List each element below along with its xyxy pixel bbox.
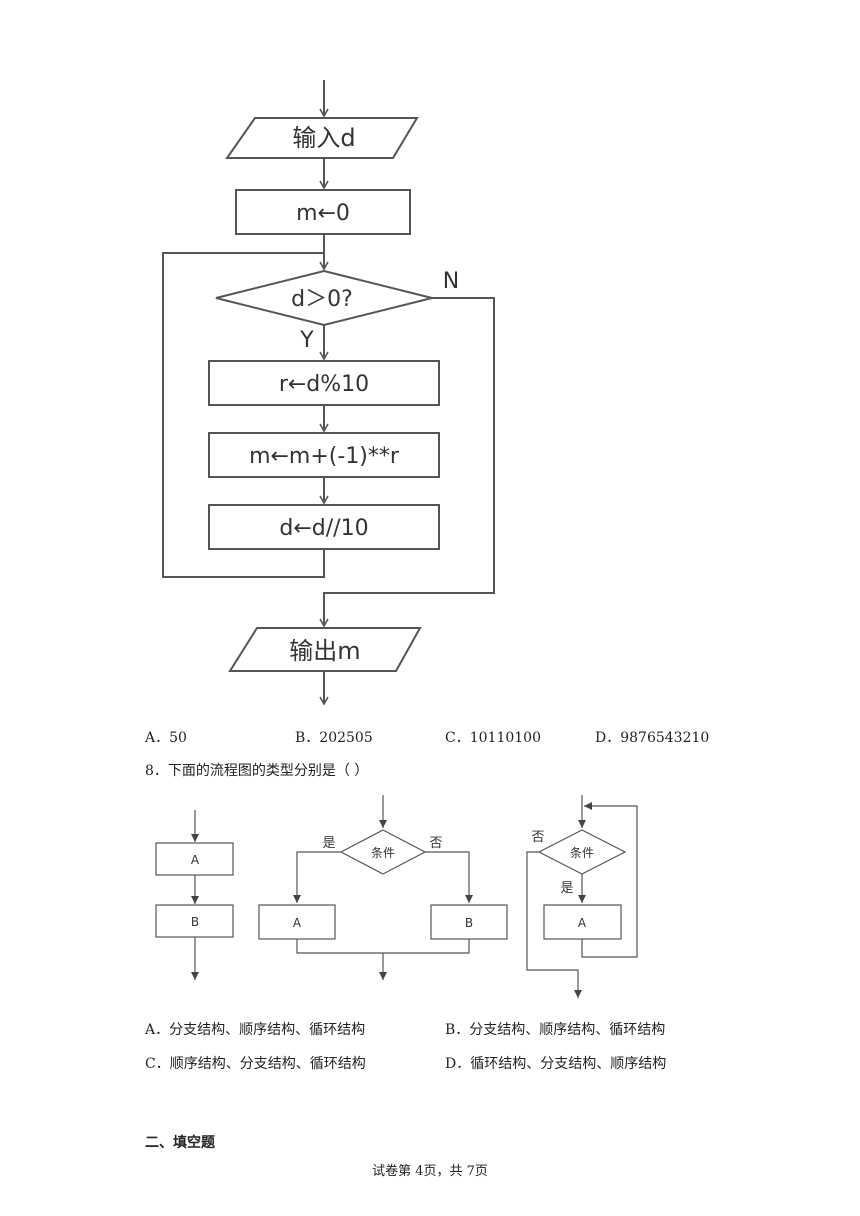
branch-label-a: A bbox=[293, 916, 302, 930]
branch-box-a bbox=[258, 904, 336, 940]
output-parallelogram bbox=[228, 627, 422, 672]
input-label: 输入d bbox=[292, 124, 355, 152]
branch-label-b: B bbox=[465, 916, 473, 930]
seq-label-a: A bbox=[191, 853, 200, 867]
seq-box-a bbox=[155, 842, 234, 876]
q8-option-b[interactable]: B．分支结构、顺序结构、循环结构 bbox=[445, 1019, 665, 1039]
init-label: m←0 bbox=[296, 201, 350, 226]
step3-box bbox=[208, 504, 440, 550]
question-text: 下面的流程图的类型分别是（ ） bbox=[167, 763, 369, 779]
option-letter: C． bbox=[445, 730, 470, 746]
option-letter: B． bbox=[445, 1022, 470, 1038]
option-text: 循环结构、分支结构、顺序结构 bbox=[470, 1056, 667, 1072]
q8-option-c[interactable]: C．顺序结构、分支结构、循环结构 bbox=[145, 1053, 366, 1073]
step1-label: r←d%10 bbox=[279, 372, 369, 397]
branch-diamond bbox=[339, 829, 427, 875]
option-text: 分支结构、顺序结构、循环结构 bbox=[469, 1022, 666, 1038]
step3-label: d←d//10 bbox=[279, 516, 368, 541]
q7-option-d[interactable]: D．9876543210 bbox=[595, 727, 709, 747]
option-text: 202505 bbox=[319, 730, 373, 746]
q8-question: 8．下面的流程图的类型分别是（ ） bbox=[145, 760, 368, 780]
yes-label: Y bbox=[299, 328, 314, 353]
question-number: 8． bbox=[145, 763, 168, 779]
option-text: 9876543210 bbox=[620, 730, 710, 746]
option-letter: A． bbox=[145, 730, 170, 746]
loop-label-a: A bbox=[578, 916, 587, 930]
loop-condition: 条件 bbox=[570, 846, 594, 860]
option-letter: A． bbox=[145, 1022, 170, 1038]
diagram-loop: 条件 否 是 A bbox=[526, 795, 638, 998]
seq-label-b: B bbox=[191, 915, 199, 929]
q7-option-a[interactable]: A．50 bbox=[145, 727, 187, 747]
q7-option-c[interactable]: C．10110100 bbox=[445, 727, 541, 747]
init-box bbox=[235, 189, 411, 235]
loop-no: 否 bbox=[531, 830, 544, 845]
q7-option-b[interactable]: B．202505 bbox=[295, 727, 373, 747]
option-letter: B． bbox=[295, 730, 320, 746]
step2-label: m←m+(-1)**r bbox=[249, 444, 400, 469]
diagram-branch: 条件 是 否 A B bbox=[258, 795, 508, 980]
q8-option-a[interactable]: A．分支结构、顺序结构、循环结构 bbox=[145, 1019, 365, 1039]
input-parallelogram bbox=[225, 117, 419, 159]
step1-box bbox=[208, 360, 440, 406]
condition-label: d＞0? bbox=[291, 287, 353, 312]
branch-yes: 是 bbox=[322, 836, 335, 851]
option-letter: D． bbox=[595, 730, 621, 746]
option-text: 分支结构、顺序结构、循环结构 bbox=[169, 1022, 366, 1038]
section-title: 二、填空题 bbox=[145, 1135, 215, 1151]
output-label: 输出m bbox=[289, 637, 360, 665]
option-letter: D． bbox=[445, 1056, 471, 1072]
q8-option-d[interactable]: D．循环结构、分支结构、顺序结构 bbox=[445, 1053, 666, 1073]
diagram-sequence: A B bbox=[155, 810, 234, 980]
branch-condition: 条件 bbox=[371, 846, 395, 860]
loop-yes: 是 bbox=[560, 881, 573, 896]
no-label: N bbox=[443, 269, 459, 294]
option-text: 顺序结构、分支结构、循环结构 bbox=[169, 1056, 366, 1072]
branch-no: 否 bbox=[429, 836, 442, 851]
loop-box-a bbox=[543, 904, 622, 940]
option-letter: C． bbox=[145, 1056, 170, 1072]
seq-box-b bbox=[155, 904, 234, 938]
option-text: 10110100 bbox=[469, 730, 541, 746]
page-footer: 试卷第 4页，共 7页 bbox=[372, 1164, 488, 1179]
option-text: 50 bbox=[169, 730, 187, 746]
flowchart-main: 输入d m←0 d＞0? N Y r←d%10 m←m+(-1)**r d←d/… bbox=[162, 80, 495, 706]
